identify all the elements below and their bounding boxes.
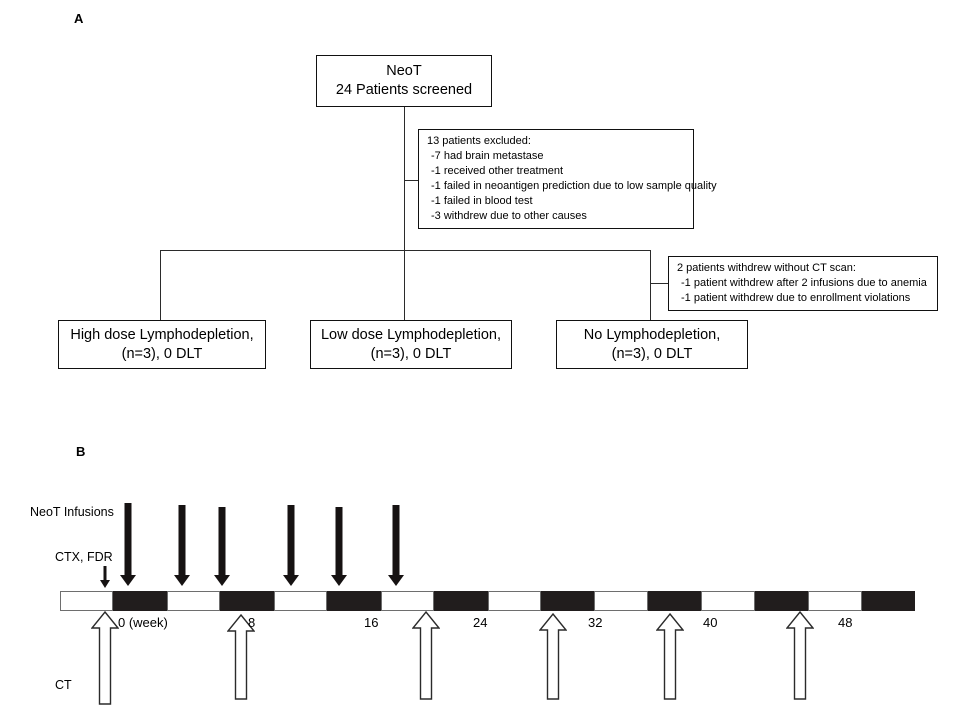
withdrew-box: 2 patients withdrew without CT scan: -1 …	[668, 256, 938, 311]
withdrew-item: -1 patient withdrew after 2 infusions du…	[681, 277, 927, 289]
neot-infusion-arrow-icon	[279, 505, 303, 586]
neot-infusion-arrow-icon	[384, 505, 408, 586]
screened-title: NeoT	[386, 63, 422, 79]
connector-withdrew-stub	[650, 283, 668, 285]
arm-box-high-dose: High dose Lymphodepletion, (n=3), 0 DLT	[58, 320, 266, 369]
timeline-bar	[60, 591, 915, 611]
week-tick-label: 8	[248, 615, 256, 630]
screened-subtitle: 24 Patients screened	[335, 82, 473, 98]
ct-scan-arrow-icon	[539, 613, 567, 700]
connector-drop-arm-2	[404, 250, 406, 320]
label-ct: CT	[55, 678, 72, 692]
timeline-segment	[166, 591, 221, 611]
neot-infusion-arrow-icon	[170, 505, 194, 586]
week-tick-label: 24	[473, 615, 488, 630]
timeline-segment	[701, 591, 755, 611]
connector-drop-arm-1	[160, 250, 162, 320]
timeline-segment	[327, 591, 381, 611]
ct-scan-arrow-icon	[656, 613, 684, 700]
timeline-segment	[60, 591, 114, 611]
week-tick-label: 40	[703, 615, 718, 630]
timeline-segment	[861, 591, 915, 611]
timeline-segment	[594, 591, 648, 611]
label-neot-infusions: NeoT Infusions	[30, 505, 114, 519]
excluded-item: -1 failed in neoantigen prediction due t…	[431, 180, 717, 192]
neot-infusion-arrow-icon	[116, 503, 140, 586]
ct-scan-arrow-icon	[227, 614, 255, 700]
week-tick-label: 0 (week)	[118, 615, 168, 630]
week-tick-label: 48	[838, 615, 853, 630]
excluded-item: -7 had brain metastase	[431, 150, 544, 162]
neot-infusion-arrow-icon	[327, 507, 351, 586]
arm-name: Low dose Lymphodepletion,	[320, 326, 502, 343]
timeline-segment	[113, 591, 167, 611]
arm-name: High dose Lymphodepletion,	[70, 326, 254, 343]
arm-detail: (n=3), 0 DLT	[611, 345, 693, 362]
excluded-item: -1 failed in blood test	[431, 195, 533, 207]
timeline-segment	[434, 591, 488, 611]
ct-scan-arrow-icon	[91, 611, 119, 705]
connector-split-horizontal	[160, 250, 651, 252]
timeline-segment	[380, 591, 435, 611]
excluded-heading: 13 patients excluded:	[427, 135, 531, 147]
ct-scan-arrow-icon	[786, 611, 814, 700]
timeline-segment	[754, 591, 809, 611]
arm-detail: (n=3), 0 DLT	[370, 345, 452, 362]
timeline-segment	[540, 591, 595, 611]
ct-scan-arrow-icon	[412, 611, 440, 700]
week-tick-label: 32	[588, 615, 603, 630]
screened-box: NeoT 24 Patients screened	[316, 55, 492, 107]
excluded-item: -1 received other treatment	[431, 165, 564, 177]
connector-excluded-stub	[404, 180, 419, 182]
connector-drop-arm-3	[650, 250, 652, 320]
panel-label-b: B	[76, 444, 86, 459]
timeline-segment	[220, 591, 274, 611]
arm-box-low-dose: Low dose Lymphodepletion, (n=3), 0 DLT	[310, 320, 512, 369]
excluded-box: 13 patients excluded: -7 had brain metas…	[418, 129, 717, 229]
ctx-fdr-arrow-icon	[95, 566, 115, 588]
connector-trunk-vertical	[404, 107, 406, 251]
timeline-segment	[273, 591, 328, 611]
withdrew-item: -1 patient withdrew due to enrollment vi…	[681, 292, 911, 304]
withdrew-heading: 2 patients withdrew without CT scan:	[677, 262, 856, 274]
week-tick-label: 16	[364, 615, 379, 630]
excluded-item: -3 withdrew due to other causes	[431, 210, 587, 222]
timeline-segment	[487, 591, 541, 611]
label-ctx-fdr: CTX, FDR	[55, 550, 113, 564]
arm-box-no-depletion: No Lymphodepletion, (n=3), 0 DLT	[556, 320, 748, 369]
timeline-segment	[808, 591, 862, 611]
panel-label-a: A	[74, 11, 84, 26]
timeline-segment	[647, 591, 702, 611]
arm-name: No Lymphodepletion,	[583, 326, 721, 343]
arm-detail: (n=3), 0 DLT	[121, 345, 203, 362]
neot-infusion-arrow-icon	[210, 507, 234, 586]
